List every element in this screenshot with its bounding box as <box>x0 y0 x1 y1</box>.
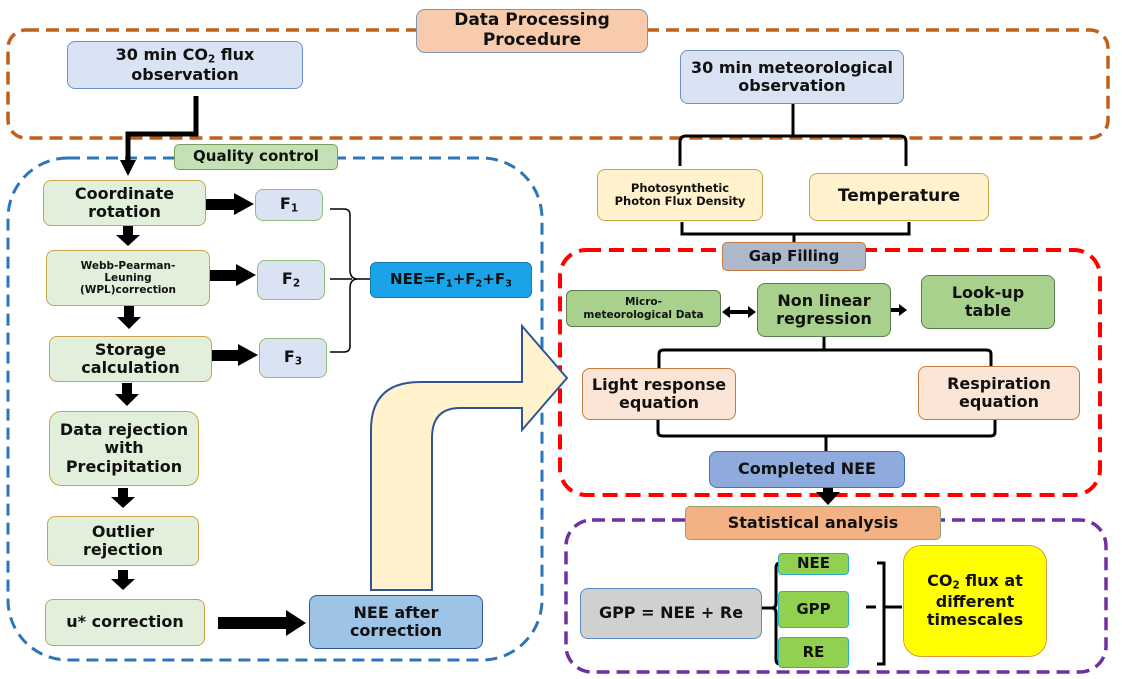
light-line2: equation <box>618 393 699 412</box>
co2-result-line3: timescales <box>926 610 1024 630</box>
step-line: calculation <box>81 358 180 377</box>
step-line: Precipitation <box>65 456 183 476</box>
flux-f2-text: F2 <box>281 268 301 290</box>
nee-after-correction-box: NEE after correction <box>309 595 483 649</box>
step-line: with <box>104 438 144 458</box>
gap-filling-label-text: Gap Filling <box>748 246 840 265</box>
micro-line2: meteorological Data <box>583 308 704 321</box>
regression-brace <box>657 336 993 368</box>
step-line: Webb-Pearman- <box>80 259 176 272</box>
completed-to-stat-arrow <box>823 484 833 494</box>
step-line: rotation <box>88 202 161 221</box>
meteo-line2: observation <box>738 76 846 95</box>
quality-control-label-text: Quality control <box>193 147 319 166</box>
micro-meteorological-data-box: Micro- meteorological Data <box>566 290 721 327</box>
co2-flux-line2: observation <box>131 65 239 85</box>
curved-flow-arrow <box>370 323 569 591</box>
stat-item-nee: NEE <box>778 553 849 575</box>
stat-item-text: GPP <box>796 599 831 618</box>
co2-flux-observation-box: 30 min CO2 flux observation <box>67 41 303 89</box>
step-line: Outlier <box>91 521 155 541</box>
lookup-table-box: Look-up table <box>921 275 1055 329</box>
co2-to-qc-arrow <box>125 96 199 162</box>
micro-line1: Micro- <box>624 296 663 309</box>
qc-step-coordinate-rotation: Coordinate rotation <box>43 180 206 226</box>
items-brace <box>866 561 902 666</box>
step-line: Leuning <box>104 271 152 284</box>
nee-after-line1: NEE after <box>353 602 439 622</box>
step-line: Coordinate <box>74 183 175 203</box>
ppfd-box: Photosynthetic Photon Flux Density <box>597 169 763 221</box>
procedure-title-text: Data Processing Procedure <box>454 10 610 50</box>
completed-nee-text: Completed NEE <box>738 459 876 479</box>
meteo-brace <box>678 104 908 166</box>
statistical-analysis-label: Statistical analysis <box>685 506 941 540</box>
respiration-equation-box: Respiration equation <box>918 366 1080 420</box>
quality-control-label: Quality control <box>174 144 338 170</box>
co2-result-line1: CO2 flux at <box>927 571 1023 592</box>
completed-to-stat-arrowhead <box>816 492 840 505</box>
completed-nee-box: Completed NEE <box>709 451 905 488</box>
stat-label-text: Statistical analysis <box>727 512 899 532</box>
co2-flux-line1: 30 min CO2 flux <box>115 44 255 66</box>
nonlinear-line2: regression <box>776 309 872 328</box>
co2-result-line2: different <box>935 591 1015 611</box>
equations-brace <box>656 418 997 452</box>
meteo-line1: 30 min meteorological <box>690 57 894 77</box>
qc-step-precipitation-rejection: Data rejection with Precipitation <box>49 411 199 486</box>
co2-to-qc-arrowhead <box>120 160 136 176</box>
stat-item-re: RE <box>778 637 849 668</box>
step-line: Data rejection <box>59 419 189 439</box>
flux-f1-box: F1 <box>255 189 323 221</box>
light-response-equation-box: Light response equation <box>582 368 736 420</box>
step-line: rejection <box>82 540 164 559</box>
co2-flux-timescales-box: CO2 flux at different timescales <box>903 545 1047 657</box>
qc-step-ustar-correction: u* correction <box>45 599 205 646</box>
qc-right-arrows <box>206 193 306 636</box>
nee-formula-text: NEE=F1+F2+F3 <box>390 269 512 290</box>
procedure-title: Data Processing Procedure <box>416 9 648 53</box>
stat-item-gpp: GPP <box>778 591 849 628</box>
resp-line1: Respiration <box>947 373 1051 393</box>
light-line1: Light response <box>591 374 727 394</box>
flux-f3-box: F3 <box>259 338 327 378</box>
qc-step-storage-calculation: Storage calculation <box>49 336 212 382</box>
qc-step-outlier-rejection: Outlier rejection <box>47 516 199 566</box>
gap-filling-label: Gap Filling <box>722 242 866 271</box>
ppfd-line1: Photosynthetic <box>630 180 730 195</box>
step-line: (WPL)correction <box>79 284 176 297</box>
temperature-text: Temperature <box>837 186 961 207</box>
stat-item-text: NEE <box>796 554 831 573</box>
flux-f3-text: F3 <box>283 346 303 368</box>
f-brace <box>330 208 370 353</box>
nonlinear-line1: Non linear <box>777 290 871 310</box>
step-line: u* correction <box>66 612 184 632</box>
flux-f1-text: F1 <box>279 193 299 215</box>
nee-formula-box: NEE=F1+F2+F3 <box>370 262 532 298</box>
stat-item-text: RE <box>802 642 825 661</box>
qc-down-arrows <box>111 226 141 590</box>
gpp-equation-box: GPP = NEE + Re <box>580 588 762 639</box>
resp-line2: equation <box>958 392 1039 411</box>
quality-control-border <box>6 156 544 662</box>
ppfd-line2: Photon Flux Density <box>614 194 746 208</box>
lookup-line1: Look-up <box>951 282 1025 302</box>
qc-step-wpl-correction: Webb-Pearman- Leuning (WPL)correction <box>46 250 210 306</box>
meteorological-observation-box: 30 min meteorological observation <box>680 50 904 104</box>
nee-after-line2: correction <box>349 621 443 640</box>
step-line: Storage <box>94 339 167 359</box>
flux-f2-box: F2 <box>257 260 325 300</box>
lookup-line2: table <box>964 301 1012 320</box>
gpp-equation-text: GPP = NEE + Re <box>598 603 744 623</box>
temperature-box: Temperature <box>809 173 989 221</box>
nonlinear-regression-box: Non linear regression <box>757 283 891 337</box>
